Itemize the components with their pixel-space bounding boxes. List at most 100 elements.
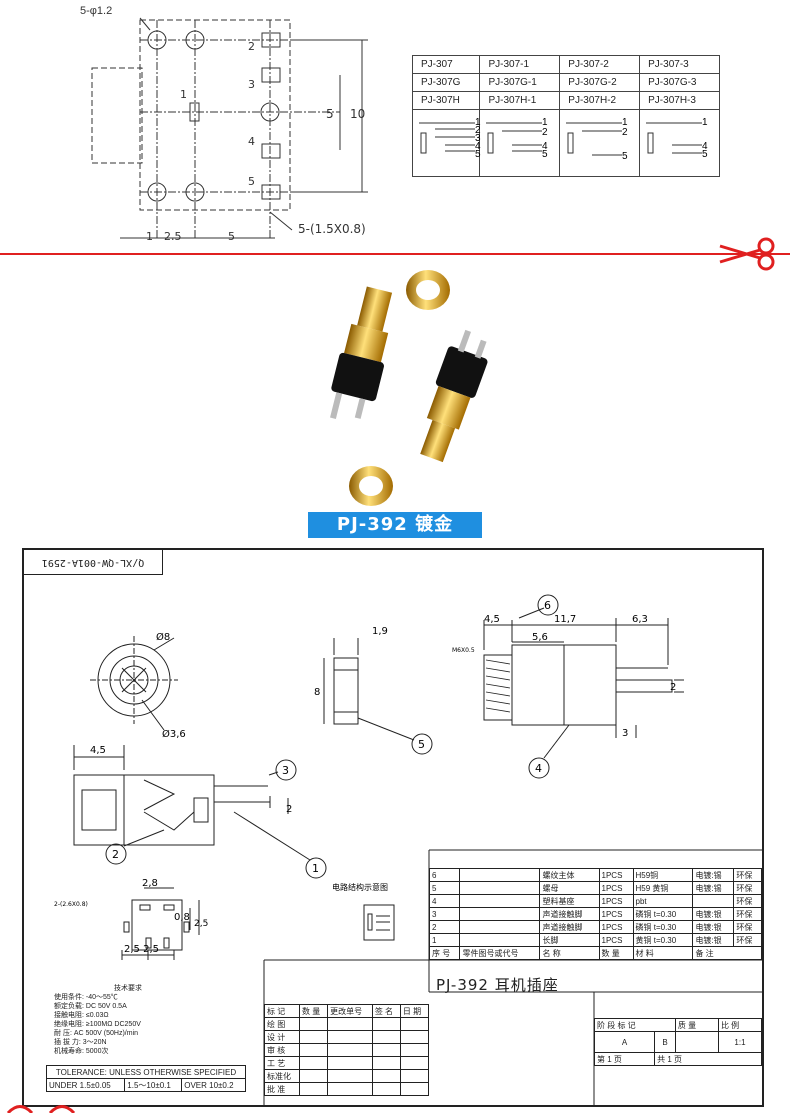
- product-photo: [283, 258, 505, 512]
- pad-label: 5-(1.5X0.8): [298, 222, 366, 236]
- table-row: 绘 图: [263, 1017, 430, 1031]
- table-row: PJ-307G PJ-307G-1 PJ-307G-2 PJ-307G-3: [411, 73, 720, 92]
- tech-title: 技术要求: [114, 985, 142, 992]
- svg-text:5: 5: [542, 149, 548, 160]
- dim-label: 2-(2.6X0.8): [54, 901, 88, 908]
- scissors-fragment-icon: [6, 1105, 76, 1113]
- pin-label: 1: [180, 88, 187, 101]
- svg-text:3: 3: [475, 133, 481, 144]
- revision-table: 标 记数 量更改单号签 名日 期 绘 图 设 计 审 核 工 艺 标准化 批 准: [263, 1004, 430, 1096]
- dim-label: 1,9: [372, 626, 388, 637]
- dim-label: 5,6: [532, 632, 548, 643]
- schematic-cell: 1 2 5: [559, 109, 641, 177]
- table-row: 设 计: [263, 1030, 430, 1044]
- balloon-label: 5: [418, 738, 425, 751]
- tech-line: 耐 压: AC 500V (50Hz)/min: [54, 1030, 139, 1037]
- dim-label: 8: [314, 687, 320, 698]
- scissors-icon: [719, 237, 775, 271]
- table-cell: PJ-307H-3: [639, 91, 720, 110]
- table-header: 序 号零件图号或代号名 称数 量材 料备 注: [428, 946, 762, 960]
- schematic-title: 电路结构示意图: [332, 882, 388, 892]
- table-cell: PJ-307G-2: [559, 73, 641, 92]
- table-cell: PJ-307H-1: [479, 91, 561, 110]
- dim-label: 6,3: [632, 614, 648, 625]
- table-cell: PJ-307H: [411, 91, 481, 110]
- svg-text:1: 1: [542, 117, 548, 128]
- schematic-cell: 1 2 4 5: [479, 109, 561, 177]
- table-cell: PJ-307G: [411, 73, 481, 92]
- dim-label: 4,5: [90, 745, 106, 756]
- dim-label: Ø3,6: [162, 728, 186, 740]
- dim-label: 2,5 2,5: [124, 944, 159, 955]
- technical-drawing: Q/XL-QW-001A-2591: [22, 548, 764, 1107]
- svg-text:5: 5: [622, 151, 628, 162]
- table-cell: PJ-307: [411, 55, 481, 74]
- table-row: PJ-307 PJ-307-1 PJ-307-2 PJ-307-3: [411, 55, 720, 74]
- drawing-svg: Ø8 Ø3,6 1,9 8 4,5 11,7 6,3 5,6 2 3 M6X0.…: [54, 594, 762, 1105]
- dim-label: 2: [670, 682, 676, 693]
- tech-line: 额定负载: DC 50V 0.5A: [54, 1003, 127, 1010]
- jack-photo: [330, 270, 488, 506]
- tech-line: 接触电阻: ≤0.03Ω: [54, 1012, 109, 1019]
- table-cell: PJ-307-2: [559, 55, 641, 74]
- table-row: 批 准: [263, 1082, 430, 1096]
- balloon-label: 4: [535, 762, 542, 775]
- dim-label: 2,5: [194, 919, 208, 929]
- table-cell: PJ-307-1: [479, 55, 561, 74]
- dim-label: 4,5: [484, 614, 500, 625]
- svg-text:4: 4: [475, 141, 481, 152]
- table-cell: PJ-307H-2: [559, 91, 641, 110]
- pin-label: 5: [248, 175, 255, 188]
- tech-line: 使用条件: -40～55℃: [54, 994, 118, 1001]
- footprint-svg: 5-φ1.2 2 3 4 5 1 5-(1.5X0.8) 5 10 1 2.5 …: [80, 5, 368, 243]
- jack-schematic: 1 2 4 5: [486, 117, 548, 160]
- cut-line: [0, 253, 790, 255]
- table-cell: PJ-307-3: [639, 55, 720, 74]
- tech-requirements: 技术要求 使用条件: -40～55℃ 额定负载: DC 50V 0.5A 接触电…: [54, 984, 254, 1056]
- balloon-label: 6: [544, 599, 551, 612]
- tolerance-table: TOLERANCE: UNLESS OTHERWISE SPECIFIED UN…: [45, 1065, 246, 1092]
- svg-text:2: 2: [542, 127, 548, 138]
- svg-text:2: 2: [475, 125, 481, 136]
- dim-label: 0,8: [174, 912, 190, 923]
- dim-label: 1: [146, 230, 153, 243]
- balloon-label: 3: [282, 764, 289, 777]
- table-cell: PJ-307G-3: [639, 73, 720, 92]
- table-row: PJ-307H PJ-307H-1 PJ-307H-2 PJ-307H-3: [411, 91, 720, 110]
- tech-line: 绝缘电阻: ≥100MΩ DC250V: [54, 1021, 141, 1028]
- tech-line: 插 拔 力: 3～20N: [54, 1039, 107, 1046]
- table-header: 阶 段 标 记质 量比 例: [594, 1018, 763, 1032]
- table-row: 标准化: [263, 1069, 430, 1083]
- dim-label: 2,8: [142, 878, 158, 889]
- doc-number-box: Q/XL-QW-001A-2591: [24, 550, 163, 575]
- schematic-cell: 1 4 5: [639, 109, 720, 177]
- table-header: 标 记数 量更改单号签 名日 期: [263, 1004, 430, 1018]
- dim-label: 5: [326, 107, 334, 121]
- svg-text:1: 1: [702, 117, 708, 128]
- schematic-cell: 1 2 3 4 5: [411, 109, 481, 177]
- pin-label: 4: [248, 135, 255, 148]
- pin-label: 3: [248, 78, 255, 91]
- table-header: TOLERANCE: UNLESS OTHERWISE SPECIFIED: [46, 1065, 246, 1079]
- holes-label: 5-φ1.2: [80, 5, 112, 17]
- svg-text:5: 5: [702, 149, 708, 160]
- svg-text:1: 1: [475, 117, 481, 128]
- svg-text:1: 1: [622, 117, 628, 128]
- dim-label: 2: [286, 804, 292, 815]
- svg-text:4: 4: [702, 141, 708, 152]
- dim-label: 10: [350, 107, 365, 121]
- dim-label: 11,7: [554, 614, 576, 625]
- svg-text:5: 5: [475, 149, 481, 160]
- dim-label: 3: [622, 728, 628, 739]
- dim-label: 2.5: [164, 230, 182, 243]
